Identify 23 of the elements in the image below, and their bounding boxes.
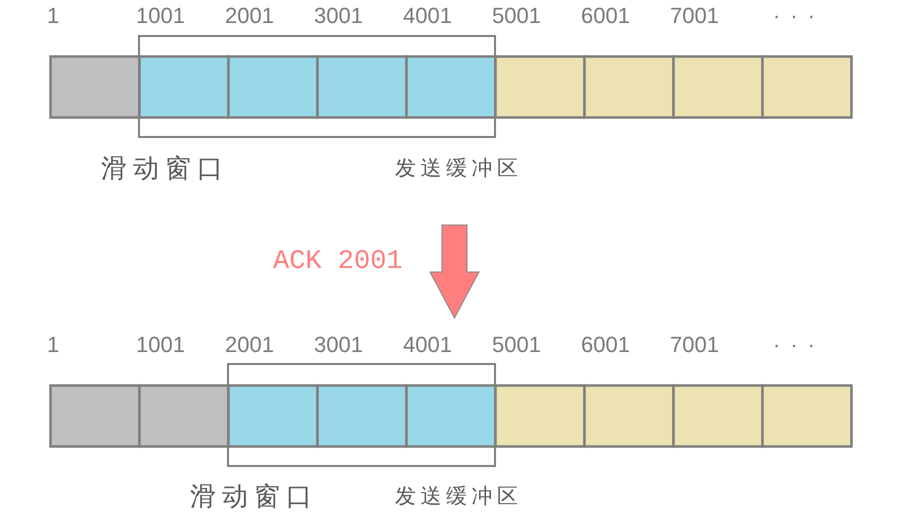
buffer-label: 发送缓冲区 [395, 158, 522, 179]
sequence-number: 6001 [581, 5, 630, 27]
sequence-number: 1 [47, 5, 60, 27]
ellipsis: ··· [773, 334, 825, 356]
window-label: 滑动窗口 [100, 156, 229, 182]
sequence-number: 2001 [225, 5, 274, 27]
sequence-number: 5001 [492, 334, 541, 356]
sequence-number: 6001 [581, 334, 630, 356]
sequence-number: 3001 [314, 334, 363, 356]
sequence-number: 7001 [670, 334, 719, 356]
sequence-number: 1 [47, 334, 60, 356]
sequence-number: 7001 [670, 5, 719, 27]
buffer-label: 发送缓冲区 [395, 486, 522, 507]
sequence-number: 3001 [314, 5, 363, 27]
ellipsis: ··· [773, 5, 825, 27]
ack-label: ACK 2001 [273, 249, 403, 276]
sequence-number: 4001 [403, 5, 452, 27]
sequence-number: 4001 [403, 334, 452, 356]
sequence-number: 1001 [136, 334, 185, 356]
sequence-number: 1001 [136, 5, 185, 27]
sequence-number: 2001 [225, 334, 274, 356]
window-label: 滑动窗口 [190, 484, 318, 510]
sequence-number: 5001 [492, 5, 541, 27]
